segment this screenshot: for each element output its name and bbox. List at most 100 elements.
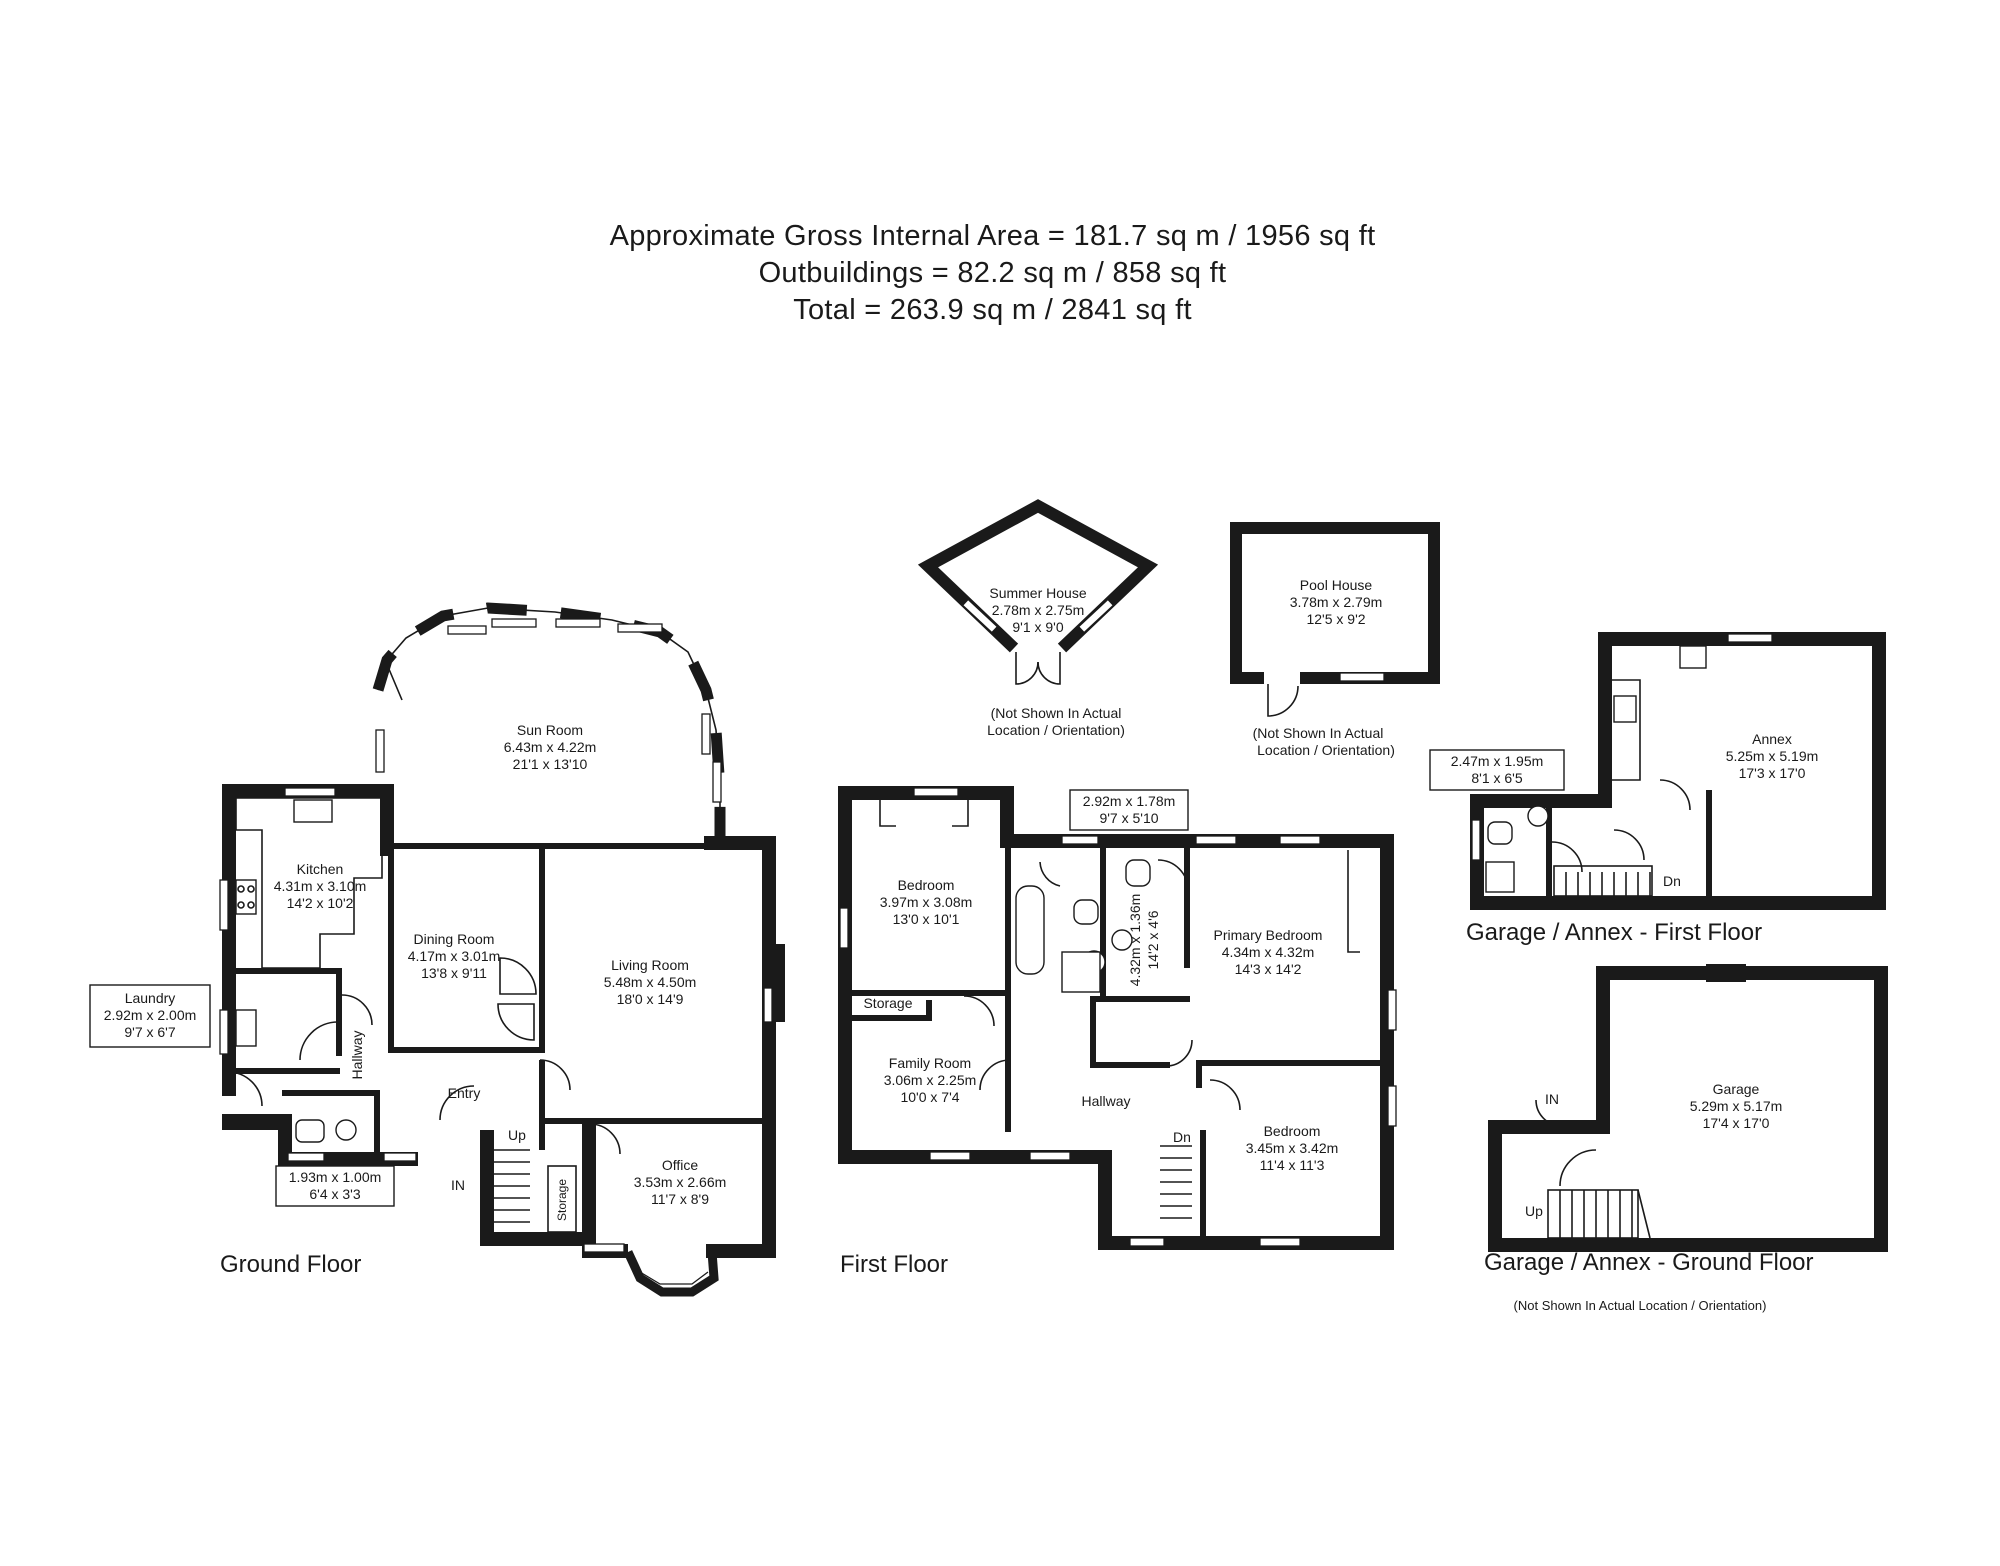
stair-south-wall	[480, 1232, 590, 1246]
annex-bath-imperial: 8'1 x 6'5	[1471, 770, 1522, 786]
office-name: Office	[662, 1157, 699, 1173]
first-floor-title: First Floor	[840, 1251, 948, 1278]
area-summary: Approximate Gross Internal Area = 181.7 …	[0, 218, 1985, 329]
ff-ensuite-east	[1184, 848, 1190, 968]
pool-house-imperial: 12'5 x 9'2	[1306, 611, 1365, 627]
stair-west-wall	[480, 1130, 494, 1246]
living-west-wall	[539, 843, 545, 1053]
sun-room-metric: 6.43m x 4.22m	[504, 739, 597, 755]
kitchen-counter	[235, 797, 383, 969]
ground-in-label: IN	[451, 1177, 465, 1193]
summer-house-note-2: Location / Orientation)	[987, 722, 1125, 738]
annex-east-wall	[1872, 632, 1886, 908]
annex-south-wall	[1470, 896, 1886, 910]
annex-bath-metric: 2.47m x 1.95m	[1451, 753, 1544, 769]
laundry-north-wall	[228, 968, 340, 974]
summer-house-note-1: (Not Shown In Actual	[991, 705, 1122, 721]
annex-stair-east-wall	[1706, 790, 1712, 898]
pool-house-note-2: Location / Orientation)	[1257, 742, 1395, 758]
garage-ground-floor-plan	[1488, 964, 1888, 1252]
kitchen-imperial: 14'2 x 10'2	[287, 895, 354, 911]
office-south-wall-east	[706, 1244, 776, 1258]
ff-ensuite-south	[1090, 996, 1190, 1002]
ff-family-east-wall	[1005, 996, 1011, 1060]
ff-bath-west-wall	[1005, 846, 1011, 996]
office-imperial: 11'7 x 8'9	[651, 1191, 709, 1207]
laundry-sink-icon	[235, 1009, 257, 1047]
annex-dn-label: Dn	[1663, 873, 1681, 889]
bedroom-2-imperial: 11'4 x 11'3	[1260, 1157, 1325, 1173]
annex-ground-floor-title: Garage / Annex - Ground Floor	[1484, 1249, 1814, 1276]
annex-stairs	[1553, 865, 1653, 897]
hallway-west-wall	[336, 968, 342, 1056]
ground-wc-metric: 1.93m x 1.00m	[289, 1169, 382, 1185]
primary-bedroom-metric: 4.34m x 4.32m	[1222, 944, 1315, 960]
family-room-name: Family Room	[889, 1055, 971, 1071]
bathroom-label-box	[1069, 789, 1189, 831]
kitchen-metric: 4.31m x 3.10m	[274, 878, 367, 894]
bedroom-1-metric: 3.97m x 3.08m	[880, 894, 973, 910]
gross-internal-area: Approximate Gross Internal Area = 181.7 …	[609, 220, 1376, 252]
ff-bed-east-wall	[1000, 786, 1014, 846]
sun-room-windows	[375, 618, 722, 803]
ff-hallway-label: Hallway	[1081, 1093, 1130, 1109]
dining-south-wall	[388, 1047, 540, 1053]
living-lower-wall	[539, 1060, 545, 1150]
entry-label: Entry	[448, 1085, 481, 1101]
annex-first-floor-title: Garage / Annex - First Floor	[1466, 919, 1762, 946]
ensuite-metric: 4.32m x 1.36m	[1127, 894, 1143, 987]
sun-room-outline	[377, 607, 721, 838]
south-wall-west	[222, 1114, 284, 1130]
bedroom-2-name: Bedroom	[1264, 1123, 1321, 1139]
bathroom-imperial: 9'7 x 5'10	[1099, 810, 1158, 826]
ff-primary-south	[1196, 1060, 1386, 1066]
kitchen-east-wall	[380, 784, 394, 856]
garage-lower-west-wall	[1488, 1120, 1502, 1250]
pool-house-note-1: (Not Shown In Actual	[1253, 725, 1384, 741]
ff-family-east-lower	[1005, 1060, 1011, 1132]
garage-metric: 5.29m x 5.17m	[1690, 1098, 1783, 1114]
total-area: Total = 263.9 sq m / 2841 sq ft	[793, 294, 1192, 326]
sun-room-imperial: 21'1 x 13'10	[513, 756, 588, 772]
summer-house-metric: 2.78m x 2.75m	[992, 602, 1085, 618]
living-north-wall	[704, 836, 774, 850]
living-room-imperial: 18'0 x 14'9	[617, 991, 684, 1007]
wc-north-wall	[282, 1090, 380, 1096]
hob-icon	[235, 879, 257, 915]
ensuite-toilet-icon	[1125, 859, 1151, 887]
living-room-name: Living Room	[611, 957, 689, 973]
ff-dn-label: Dn	[1173, 1129, 1191, 1145]
kitchen-sink-icon	[293, 799, 333, 823]
pool-house-metric: 3.78m x 2.79m	[1290, 594, 1383, 610]
ensuite-basin-icon	[1111, 929, 1133, 951]
ff-shower-south	[1090, 1062, 1170, 1068]
ff-bath-east-wall	[1100, 846, 1106, 996]
office-north-wall	[545, 1118, 767, 1124]
ground-storage-label: Storage	[555, 1179, 569, 1221]
kitchen-name: Kitchen	[297, 861, 344, 877]
annex-bath-label-box	[1429, 749, 1565, 791]
garage-east-wall	[1874, 966, 1888, 1250]
garage-in-label: IN	[1545, 1091, 1559, 1107]
annex-bath-east-wall	[1546, 808, 1552, 896]
garage-imperial: 17'4 x 17'0	[1703, 1115, 1770, 1131]
ff-stairs	[1160, 1145, 1192, 1219]
sun-room-south-wall	[388, 843, 708, 849]
garage-lower-north-wall	[1488, 1120, 1610, 1134]
annex-first-floor-plan	[1470, 632, 1886, 910]
office-bay-window	[623, 1250, 719, 1297]
ground-stairs	[494, 1149, 577, 1233]
laundry-imperial: 9'7 x 6'7	[124, 1024, 175, 1040]
ff-ensuite-west	[1090, 996, 1096, 1066]
ff-south-wall-west	[838, 1150, 1112, 1164]
annex-basin-icon	[1527, 805, 1549, 827]
ff-storage-south	[852, 1015, 932, 1021]
garage-south-wall	[1488, 1238, 1888, 1252]
outbuildings-area: Outbuildings = 82.2 sq m / 858 sq ft	[758, 257, 1227, 289]
ff-stair-west-wall	[1098, 1150, 1112, 1250]
pool-house-name: Pool House	[1300, 577, 1373, 593]
chimney	[771, 944, 785, 1022]
sun-room-name: Sun Room	[517, 722, 583, 738]
family-room-metric: 3.06m x 2.25m	[884, 1072, 977, 1088]
pool-house-plan	[1230, 522, 1440, 717]
